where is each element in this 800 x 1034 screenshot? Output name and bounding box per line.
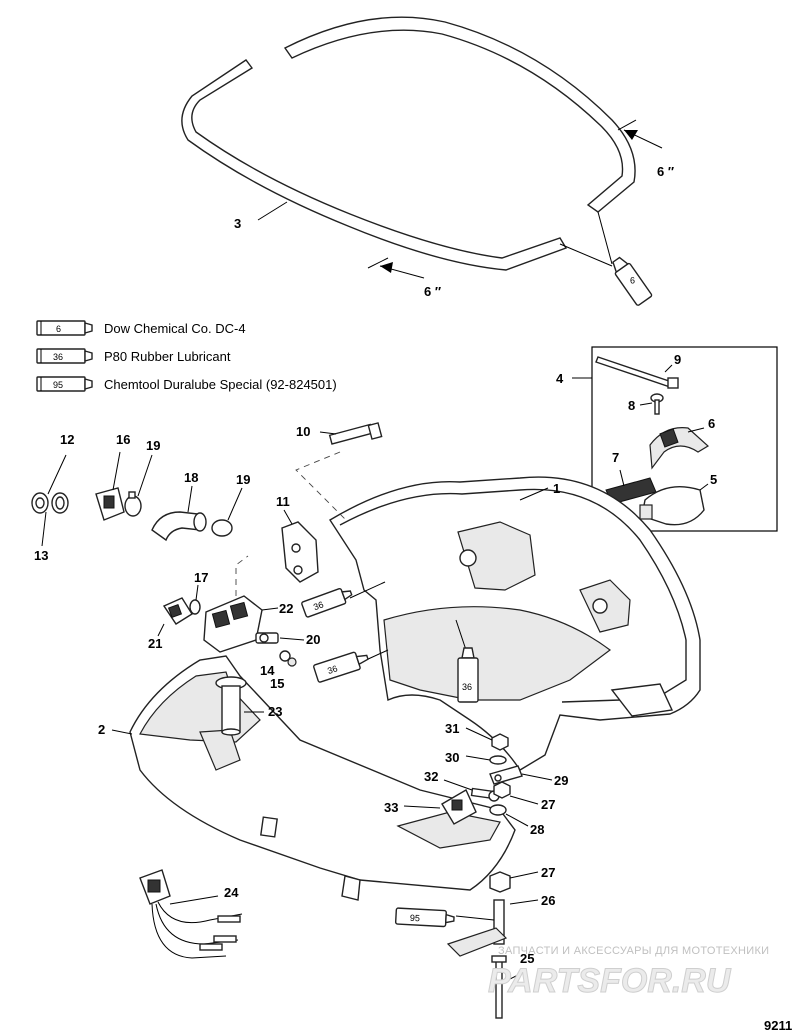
callout-32: 32 [424, 769, 438, 784]
legend-row-1: 6 Dow Chemical Co. DC-4 [36, 320, 246, 336]
latch-plate-29 [489, 765, 523, 785]
tube-36-middle-label: 36 [326, 663, 339, 676]
callout-27-upper: 27 [541, 797, 555, 812]
callout-11: 11 [276, 494, 290, 509]
nut-31 [491, 733, 509, 751]
callout-6: 6 [708, 416, 715, 431]
callout-30: 30 [445, 750, 459, 765]
dimension-label-bottom: 6 ″ [424, 284, 441, 299]
callout-21: 21 [148, 636, 162, 651]
fitting-16 [95, 487, 125, 521]
cable-tie [595, 356, 679, 389]
lubricant-tube-36-vertical: 36 [457, 647, 479, 703]
watermark-tagline: ЗАПЧАСТИ И АКСЕССУАРЫ ДЛЯ МОТОТЕХНИКИ [498, 945, 769, 957]
tube-95-label: 95 [410, 913, 421, 924]
fitting-20 [255, 632, 279, 644]
callout-29: 29 [554, 773, 568, 788]
grommet-12 [31, 492, 49, 514]
nut-27-lower [489, 871, 511, 893]
callout-5: 5 [710, 472, 717, 487]
legend-row-3: 95 Chemtool Duralube Special (92-824501) [36, 376, 337, 392]
callout-22: 22 [279, 601, 293, 616]
callout-9: 9 [674, 352, 681, 367]
legend-code-3: 95 [53, 380, 63, 390]
callout-28: 28 [530, 822, 544, 837]
callout-7: 7 [612, 450, 619, 465]
callout-8: 8 [628, 398, 635, 413]
ring-13 [51, 492, 69, 514]
latch-bracket [281, 521, 319, 583]
washer-30 [489, 755, 507, 765]
callout-31: 31 [445, 721, 459, 736]
lubricant-tube-95: 95 [394, 907, 455, 928]
callout-23: 23 [268, 704, 282, 719]
legend-code-1: 6 [56, 324, 61, 334]
cowl-bolt [328, 422, 383, 445]
clamp-19-left [124, 491, 142, 517]
clip-screw [650, 393, 664, 415]
clip-kit-inset-box [591, 346, 778, 532]
callout-12: 12 [60, 432, 74, 447]
callout-3: 3 [234, 216, 241, 231]
legend-text-2: P80 Rubber Lubricant [104, 349, 231, 364]
sealant-legend: 6 Dow Chemical Co. DC-4 36 P80 Rubber Lu… [36, 320, 337, 392]
wiring-harness-24 [139, 869, 243, 959]
callout-19-left: 19 [146, 438, 160, 453]
nut-14-15 [279, 650, 297, 667]
lubricant-tube-36-upper: 36 [301, 587, 353, 618]
callout-20: 20 [306, 632, 320, 647]
callout-17: 17 [194, 570, 208, 585]
hose-18 [151, 511, 207, 542]
watermark-brand: PARTSFOR.RU [488, 962, 732, 1000]
dimension-arrow-right [617, 119, 663, 149]
dimension-arrow-bottom [367, 257, 425, 279]
callout-25: 25 [520, 951, 534, 966]
tube-36-vertical-label: 36 [462, 682, 472, 692]
seal-tube-label: 6 [630, 275, 635, 285]
seal-sealant-tube: 6 [612, 256, 653, 306]
latch-33 [441, 789, 477, 825]
callout-15: 15 [270, 676, 284, 691]
clamp-19-right [211, 519, 233, 537]
top-cowl [329, 476, 701, 771]
callout-4: 4 [556, 371, 564, 386]
nut-27-upper [493, 781, 511, 799]
callout-16: 16 [116, 432, 130, 447]
callout-2: 2 [98, 722, 105, 737]
washer-28 [489, 804, 507, 816]
legend-text-1: Dow Chemical Co. DC-4 [104, 321, 246, 336]
figure-number: 9211 [764, 1018, 792, 1033]
latch-handle-26 [446, 899, 508, 957]
upper-clip [649, 427, 710, 470]
lubricant-tube-36-middle: 36 [313, 651, 369, 683]
callout-1: 1 [553, 481, 560, 496]
callout-24: 24 [224, 885, 239, 900]
grommet-21 [162, 597, 193, 625]
legend-row-2: 36 P80 Rubber Lubricant [36, 348, 231, 364]
legend-code-2: 36 [53, 352, 63, 362]
cowl-seal [181, 16, 636, 271]
seal-plate-22 [203, 595, 263, 653]
tube-36-upper-label: 36 [312, 599, 325, 612]
screw-25 [491, 955, 507, 1019]
callout-18: 18 [184, 470, 198, 485]
lower-clip [639, 486, 705, 526]
callout-33: 33 [384, 800, 398, 815]
callout-13: 13 [34, 548, 48, 563]
callout-27-lower: 27 [541, 865, 555, 880]
callout-26: 26 [541, 893, 555, 908]
dimension-label-right: 6 ″ [657, 164, 674, 179]
callout-10: 10 [296, 424, 310, 439]
legend-text-3: Chemtool Duralube Special (92-824501) [104, 377, 337, 392]
fitting-23 [215, 676, 247, 736]
callout-14: 14 [260, 663, 275, 678]
plug-17 [189, 599, 201, 615]
callout-19-right: 19 [236, 472, 250, 487]
